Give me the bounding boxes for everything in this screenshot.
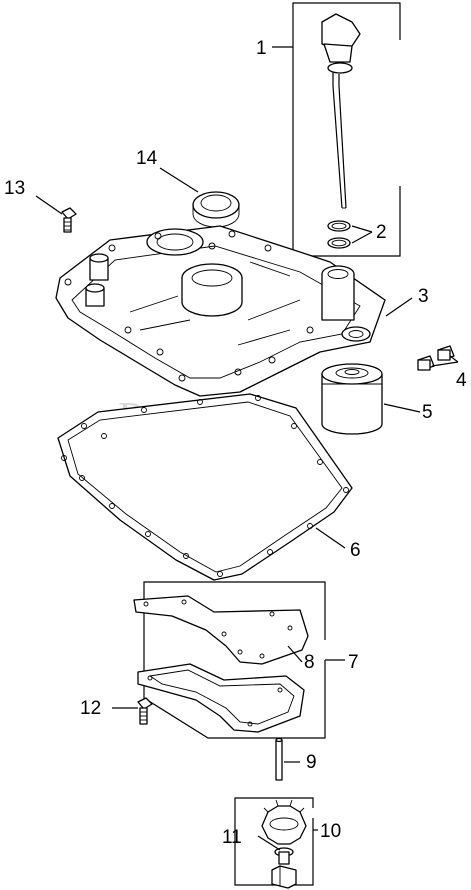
plate-bolt-holes: [64, 230, 314, 382]
screw-12: [137, 697, 153, 725]
oil-pump-rotor: [271, 865, 297, 889]
bracket-oil-pump-group: [234, 797, 314, 886]
callout-5: 5: [422, 402, 433, 423]
callout-7: 7: [348, 652, 359, 673]
callout-6: 6: [350, 540, 361, 561]
o-rings: [327, 220, 351, 249]
gasket-bolt-holes: [61, 395, 349, 577]
callout-10: 10: [320, 821, 341, 842]
callout-8: 8: [304, 652, 315, 673]
dipstick: [321, 13, 361, 209]
bracket-gasket-plate-group: [143, 581, 326, 739]
oil-pump-gear: [261, 799, 307, 865]
callout-3: 3: [418, 286, 429, 307]
callout-11: 11: [222, 827, 242, 848]
oil-filter: [321, 363, 383, 435]
callout-12: 12: [80, 698, 101, 719]
pump-gasket: [133, 595, 309, 665]
screw-13: [61, 207, 77, 233]
fittings: [417, 345, 455, 371]
callout-labels: 1 2 3 4 5 6 7 8 9 10 11 12 13 14: [4, 38, 467, 848]
closure-plate: [55, 225, 386, 397]
bracket-dipstick-group: [292, 2, 401, 257]
pump-plate: [137, 663, 305, 733]
gasket: [57, 393, 353, 581]
callout-1: 1: [256, 38, 267, 59]
callout-14: 14: [136, 148, 158, 169]
callout-4: 4: [456, 370, 467, 391]
oil-seal: [192, 191, 240, 228]
callout-2: 2: [376, 222, 387, 243]
pin: [275, 737, 283, 781]
callout-13: 13: [4, 178, 25, 199]
callout-9: 9: [306, 752, 317, 773]
leader-lines: [35, 46, 459, 851]
